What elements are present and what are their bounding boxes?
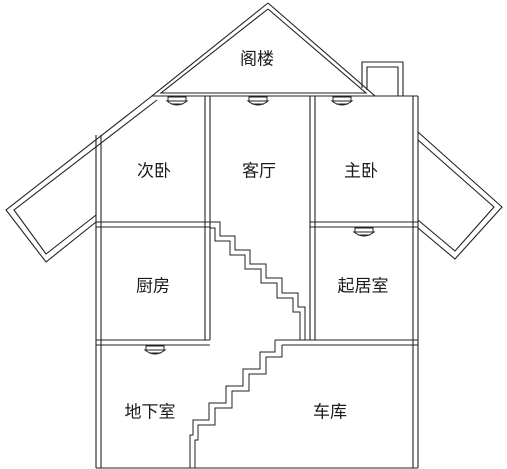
ceiling-light-icon — [352, 227, 376, 237]
ceiling-light-icon — [165, 96, 189, 106]
right-eave — [417, 131, 503, 260]
staircase-upper — [210, 221, 306, 340]
ceiling-light-icon — [330, 96, 354, 106]
room-label-living-room: 客厅 — [242, 162, 276, 182]
room-label-master-bedroom: 主卧 — [344, 162, 378, 182]
outer-walls — [95, 95, 419, 469]
room-label-garage: 车库 — [313, 403, 347, 423]
ceiling-light-icon — [143, 345, 167, 355]
ceiling-light-icon — [246, 96, 270, 106]
staircase-lower — [189, 340, 283, 468]
room-label-basement: 地下室 — [125, 403, 176, 423]
left-eave — [5, 95, 158, 263]
chimney — [361, 61, 404, 96]
room-label-sitting-room: 起居室 — [338, 277, 389, 297]
room-label-kitchen: 厨房 — [136, 277, 170, 297]
room-label-attic: 阁楼 — [240, 50, 274, 70]
room-label-second-bedroom: 次卧 — [137, 162, 171, 182]
interior-walls — [96, 96, 418, 346]
